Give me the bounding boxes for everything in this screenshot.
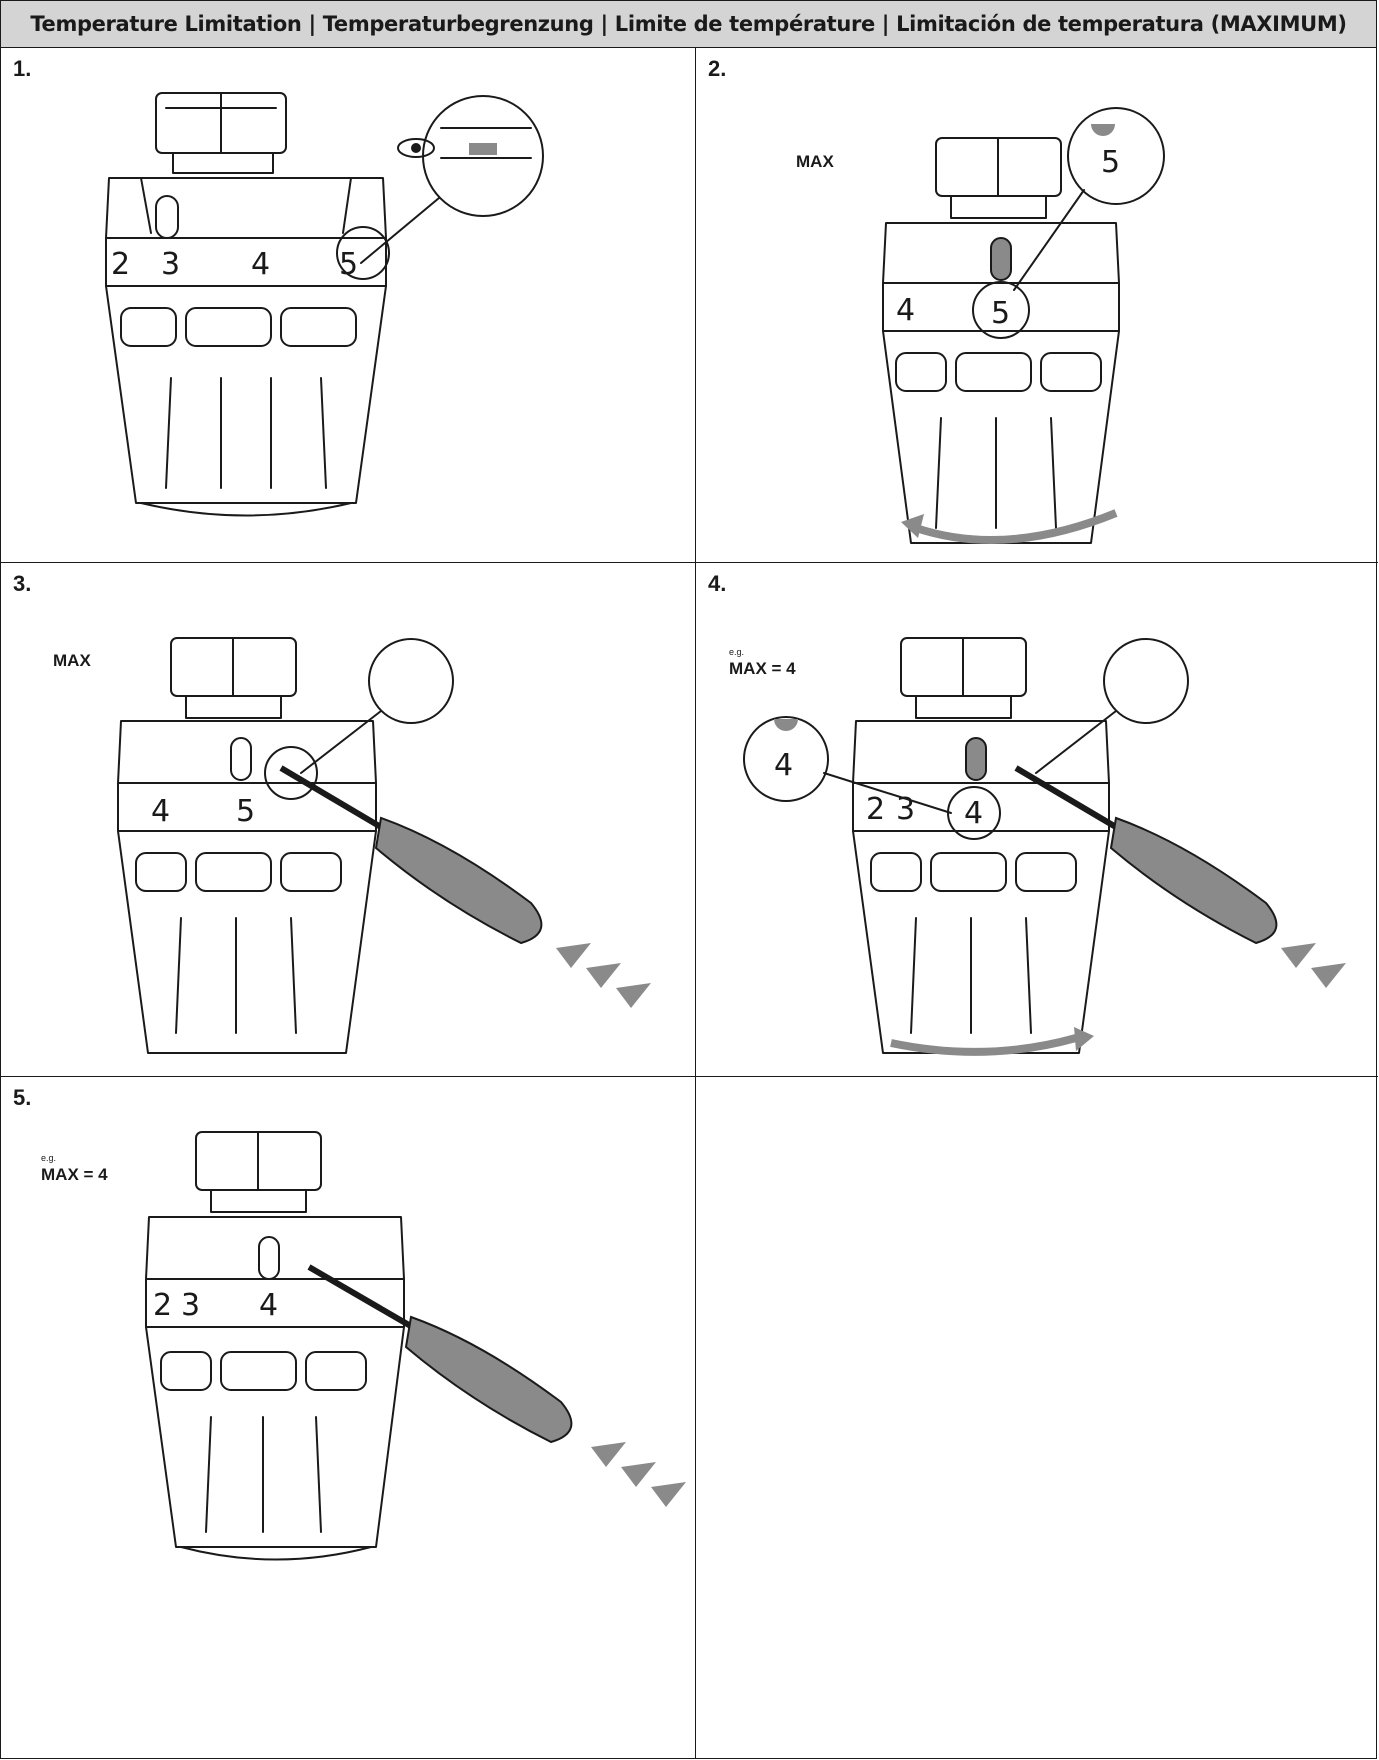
max-label: MAX xyxy=(53,651,91,670)
thermostat-illustration: 2 3 4 5 xyxy=(105,92,544,517)
grid-divider-vertical xyxy=(695,48,696,1759)
svg-text:4: 4 xyxy=(896,293,915,328)
push-arrow xyxy=(1281,943,1316,968)
example-label: e.g. xyxy=(729,647,745,657)
zoom-value: 5 xyxy=(1101,145,1120,180)
empty-panel xyxy=(696,1077,1378,1759)
marker-value: 5 xyxy=(991,296,1010,331)
max-value-label: MAX = 4 xyxy=(729,659,796,678)
thermostat-illustration: 2 3 4 xyxy=(145,1131,686,1561)
limit-pin xyxy=(965,737,987,781)
scale-numbers: 2 3 4 xyxy=(153,1288,278,1323)
step-number: 2. xyxy=(708,56,727,81)
thermostat-illustration: 4 5 5 xyxy=(882,107,1165,544)
zoom-callout xyxy=(422,95,544,217)
step-number: 1. xyxy=(13,56,32,81)
step-5-panel: 5. e.g. MAX = 4 2 3 4 xyxy=(1,1077,695,1759)
limit-pin xyxy=(990,237,1012,281)
thermostat-illustration: 4 5 xyxy=(117,637,651,1054)
push-arrow xyxy=(591,1442,626,1467)
step-3-panel: 3. MAX 4 5 xyxy=(1,563,695,1076)
max-label: MAX xyxy=(796,152,834,171)
step-number: 3. xyxy=(13,571,32,596)
rotate-arrow xyxy=(890,1034,1078,1056)
step-number: 5. xyxy=(13,1085,32,1110)
step-2-panel: 2. MAX 4 5 xyxy=(696,48,1378,562)
limit-pin xyxy=(230,737,252,781)
zoom-callout xyxy=(1067,107,1165,205)
svg-text:5: 5 xyxy=(339,247,358,282)
zoom-value: 4 xyxy=(774,748,793,783)
step-number: 4. xyxy=(708,571,727,596)
grid-divider-row-2 xyxy=(1,1076,1378,1077)
screwdriver xyxy=(1014,765,1278,945)
zoom-callout xyxy=(368,638,454,724)
svg-text:3: 3 xyxy=(161,247,180,282)
screwdriver xyxy=(307,1264,573,1444)
scale-numbers: 4 5 xyxy=(151,794,255,829)
svg-text:2: 2 xyxy=(153,1288,172,1323)
svg-text:4: 4 xyxy=(964,796,983,831)
header-bar: Temperature Limitation | Temperaturbegre… xyxy=(0,0,1377,48)
page-title: Temperature Limitation | Temperaturbegre… xyxy=(30,12,1347,36)
screwdriver xyxy=(279,765,543,945)
example-label: e.g. xyxy=(41,1153,57,1163)
svg-text:2: 2 xyxy=(111,247,130,282)
rotate-arrow xyxy=(914,509,1118,544)
scale-numbers: 2 3 4 5 xyxy=(111,247,358,282)
step-4-panel: 4. e.g. MAX = 4 2 3 4 xyxy=(696,563,1378,1076)
scale-numbers: 2 3 4 xyxy=(866,792,983,831)
limit-pin xyxy=(258,1236,280,1280)
zoom-callout xyxy=(743,716,829,802)
push-arrow xyxy=(556,943,591,968)
svg-text:4: 4 xyxy=(251,247,270,282)
limit-pin xyxy=(155,195,179,239)
eye-icon xyxy=(397,138,435,158)
svg-text:4: 4 xyxy=(259,1288,278,1323)
svg-text:5: 5 xyxy=(236,794,255,829)
steps-grid: 1. 2 3 4 5 xyxy=(0,48,1378,1759)
max-value-label: MAX = 4 xyxy=(41,1165,108,1184)
svg-text:4: 4 xyxy=(151,794,170,829)
svg-text:2: 2 xyxy=(866,792,885,827)
step-1-panel: 1. 2 3 4 5 xyxy=(1,48,695,562)
grid-divider-row-1 xyxy=(1,562,1378,563)
thermostat-illustration: 2 3 4 4 xyxy=(743,637,1346,1056)
scale-numbers: 4 xyxy=(896,293,915,328)
svg-text:3: 3 xyxy=(181,1288,200,1323)
